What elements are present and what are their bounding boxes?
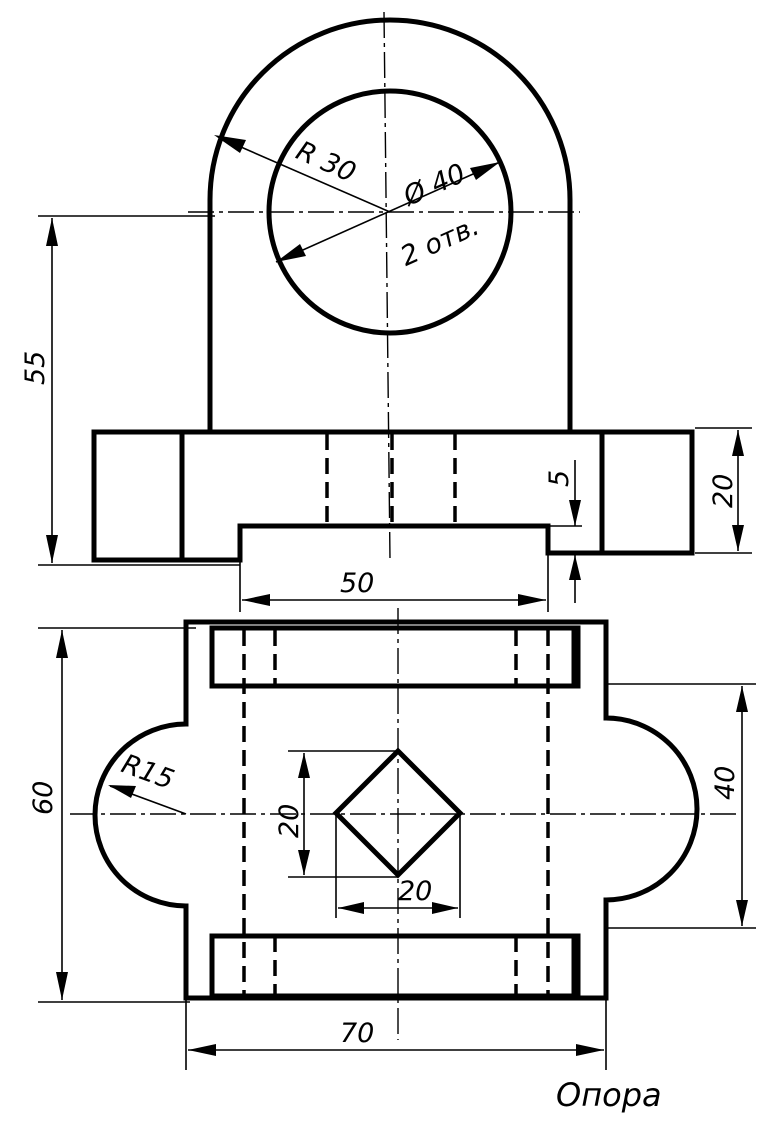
arrowhead [214, 135, 246, 153]
top-view: R15 60 40 20 20 70 [28, 608, 756, 1070]
arrowhead [188, 1044, 216, 1056]
hole-circle [266, 88, 514, 336]
arrowhead [46, 535, 58, 563]
arrowhead [470, 162, 500, 180]
arrowhead [518, 594, 546, 606]
arrowhead [736, 686, 748, 712]
arrowhead [298, 753, 310, 778]
arrowhead [569, 555, 581, 580]
front-center-line [383, 11, 391, 561]
arrowhead [736, 900, 748, 926]
top-body-outline [92, 619, 700, 1001]
dim-40: 40 [710, 766, 741, 800]
diameter-line [275, 161, 501, 263]
arrowhead [56, 972, 68, 1000]
dim-20-base: 20 [708, 474, 739, 508]
dim-50: 50 [340, 568, 374, 599]
dim-5: 5 [544, 470, 575, 487]
arrowhead [732, 430, 744, 456]
dim-r30: R 30 [291, 135, 360, 188]
arrowhead [338, 902, 364, 914]
dim-70: 70 [340, 1018, 374, 1049]
arrowhead [432, 902, 458, 914]
arrowhead [732, 525, 744, 551]
upright-bottom-rect [209, 933, 581, 999]
dim-20-square-w: 20 [398, 876, 432, 907]
arrowhead [46, 218, 58, 246]
arrowhead [298, 850, 310, 875]
upright-top-rect [209, 625, 581, 689]
arrowhead [569, 500, 581, 526]
front-view: R 30 Ø 40 2 отв. 55 20 5 50 [20, 11, 752, 612]
dim-55: 55 [20, 351, 51, 385]
dim-20-square-h: 20 [274, 804, 305, 838]
arrowhead [242, 594, 270, 606]
arrowhead [108, 785, 136, 798]
drawing-title: Опора [556, 1076, 662, 1114]
arrowhead [576, 1044, 604, 1056]
r30-leader [217, 136, 391, 213]
upright-outline [207, 17, 573, 432]
arrowhead [56, 630, 68, 658]
square-hole [332, 747, 464, 879]
dim-hole-count: 2 отв. [396, 211, 484, 273]
arrowhead [276, 244, 306, 262]
dim-60: 60 [28, 781, 59, 815]
dim-diameter: Ø 40 [398, 158, 470, 213]
